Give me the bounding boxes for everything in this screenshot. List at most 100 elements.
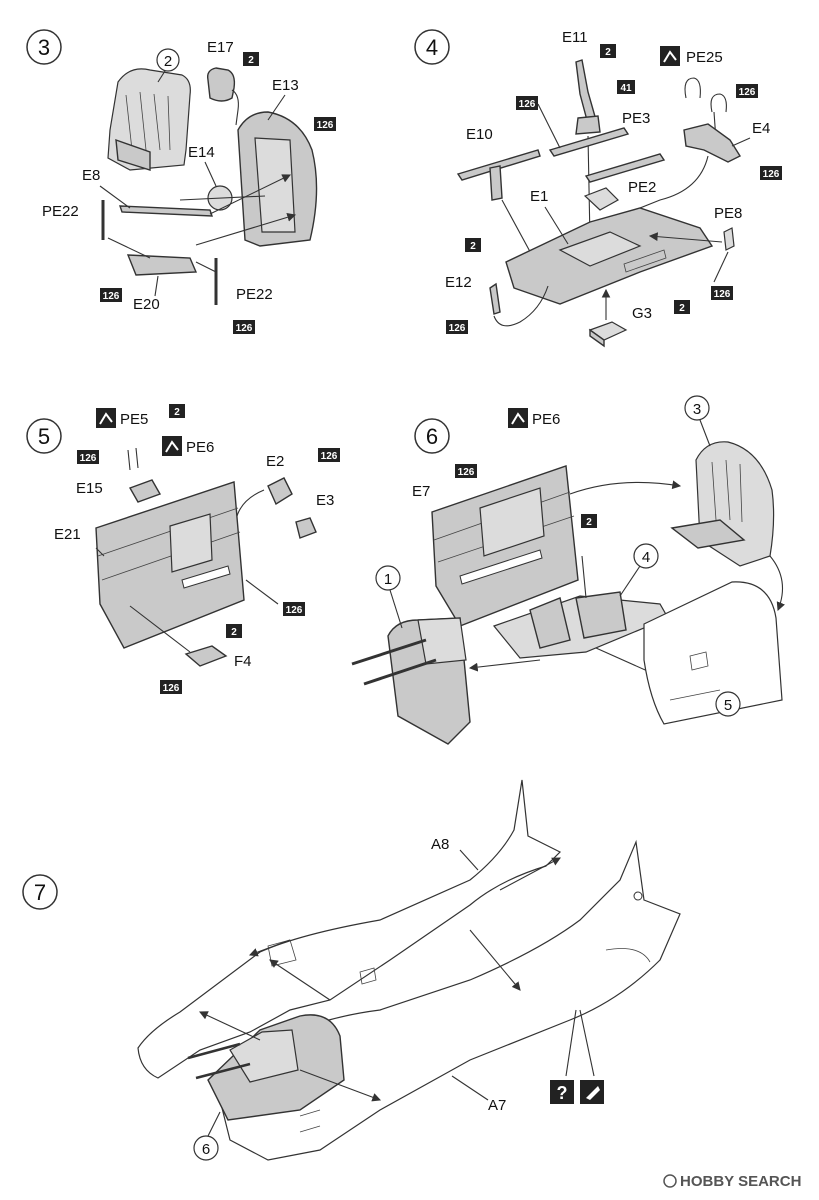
label-a8: A8 [431, 836, 449, 853]
e11-stick [575, 59, 597, 126]
callout-5 [715, 691, 741, 717]
svg-text:4: 4 [642, 549, 650, 566]
label-pe5: PE5 [120, 411, 148, 428]
e20-part [126, 254, 198, 276]
badge [318, 448, 340, 462]
svg-text:2: 2 [231, 627, 237, 638]
label-e15: E15 [76, 480, 103, 497]
badge [674, 300, 690, 314]
badge [465, 238, 481, 252]
callout-4 [633, 543, 659, 569]
label-e8: E8 [82, 167, 100, 184]
label-e4: E4 [752, 120, 770, 137]
flip-arrow-icon [660, 46, 680, 66]
seat-assembly [695, 441, 775, 567]
label-e13: E13 [272, 77, 299, 94]
step-6-number: 6 [426, 424, 438, 449]
label-f4: F4 [234, 653, 252, 670]
step-4-circle [414, 29, 450, 65]
step-4-number: 4 [426, 35, 438, 60]
e21-panel [95, 481, 245, 649]
badge [283, 602, 305, 616]
badge [455, 464, 477, 478]
step-3-circle [26, 29, 62, 65]
svg-text:3: 3 [693, 401, 701, 418]
step-3: 3 2 E17 2 E13 126 E14 E8 PE22 [26, 29, 336, 334]
e12-part [489, 282, 501, 315]
badge [736, 84, 758, 98]
svg-text:126: 126 [714, 289, 731, 300]
watermark: HOBBY SEARCH [663, 1173, 801, 1190]
step-6: 6 PE6 126 E7 2 3 1 [351, 395, 785, 745]
svg-text:41: 41 [620, 83, 632, 94]
label-pe22-left: PE22 [42, 203, 79, 220]
badge [446, 320, 468, 334]
e2-part [267, 477, 293, 506]
badge [243, 52, 259, 66]
flip-arrow-icon [508, 408, 528, 428]
callout-3 [684, 395, 710, 421]
callout-6 [193, 1135, 219, 1161]
label-e20: E20 [133, 296, 160, 313]
svg-text:126: 126 [236, 323, 253, 334]
f4-part [184, 645, 228, 667]
step-4: 4 E11 2 41 PE25 126 E4 126 PE3 126 [414, 29, 782, 348]
svg-text:126: 126 [519, 99, 536, 110]
a8-fuselage-half [137, 779, 562, 1079]
label-e21: E21 [54, 526, 81, 543]
label-e1: E1 [530, 188, 548, 205]
step-5: 5 PE5 2 PE6 E2 126 E3 126 E15 E21 126 [26, 404, 340, 694]
label-e17: E17 [207, 39, 234, 56]
label-e7: E7 [412, 483, 430, 500]
e3-part [295, 517, 317, 539]
badge [600, 44, 616, 58]
badge [581, 514, 597, 528]
question-icon [550, 1080, 574, 1104]
e17-part [206, 67, 236, 102]
e4-part [683, 123, 742, 163]
svg-text:5: 5 [724, 697, 732, 714]
watermark-logo-icon [663, 1174, 677, 1188]
label-pe3: PE3 [622, 110, 650, 127]
badge [226, 624, 242, 638]
label-e10: E10 [466, 126, 493, 143]
e15-part [128, 479, 162, 503]
label-g3: G3 [632, 305, 652, 322]
badge [516, 96, 538, 110]
badge [160, 680, 182, 694]
e10-part [456, 149, 541, 181]
pe3-strip-left [548, 127, 630, 157]
step-7: 7 A8 A7 6 ? [22, 779, 681, 1161]
badge [617, 80, 635, 94]
svg-text:126: 126 [458, 467, 475, 478]
badge [169, 404, 185, 418]
badge [77, 450, 99, 464]
label-pe6: PE6 [186, 439, 214, 456]
label-e11: E11 [562, 29, 588, 46]
svg-text:2: 2 [470, 241, 476, 252]
pe3-strip-right [584, 153, 666, 183]
side-panel [643, 581, 783, 725]
svg-text:126: 126 [80, 453, 97, 464]
label-pe8: PE8 [714, 205, 742, 222]
flip-arrow-icon [96, 408, 116, 428]
svg-text:126: 126 [286, 605, 303, 616]
label-e14: E14 [188, 144, 215, 161]
label-e2: E2 [266, 453, 284, 470]
svg-text:126: 126 [739, 87, 756, 98]
seat-cushion [115, 138, 151, 171]
step-6-circle [414, 418, 450, 454]
label-e3: E3 [316, 492, 334, 509]
badge [233, 320, 255, 334]
svg-text:1: 1 [384, 571, 392, 588]
badge [760, 166, 782, 180]
callout-2-text: 2 [164, 53, 172, 70]
watermark-text: HOBBY SEARCH [680, 1173, 801, 1190]
svg-text:?: ? [557, 1083, 568, 1103]
label-pe25: PE25 [686, 49, 723, 66]
flip-arrow-icon [162, 436, 182, 456]
svg-text:2: 2 [679, 303, 685, 314]
step-7-circle [22, 874, 58, 910]
